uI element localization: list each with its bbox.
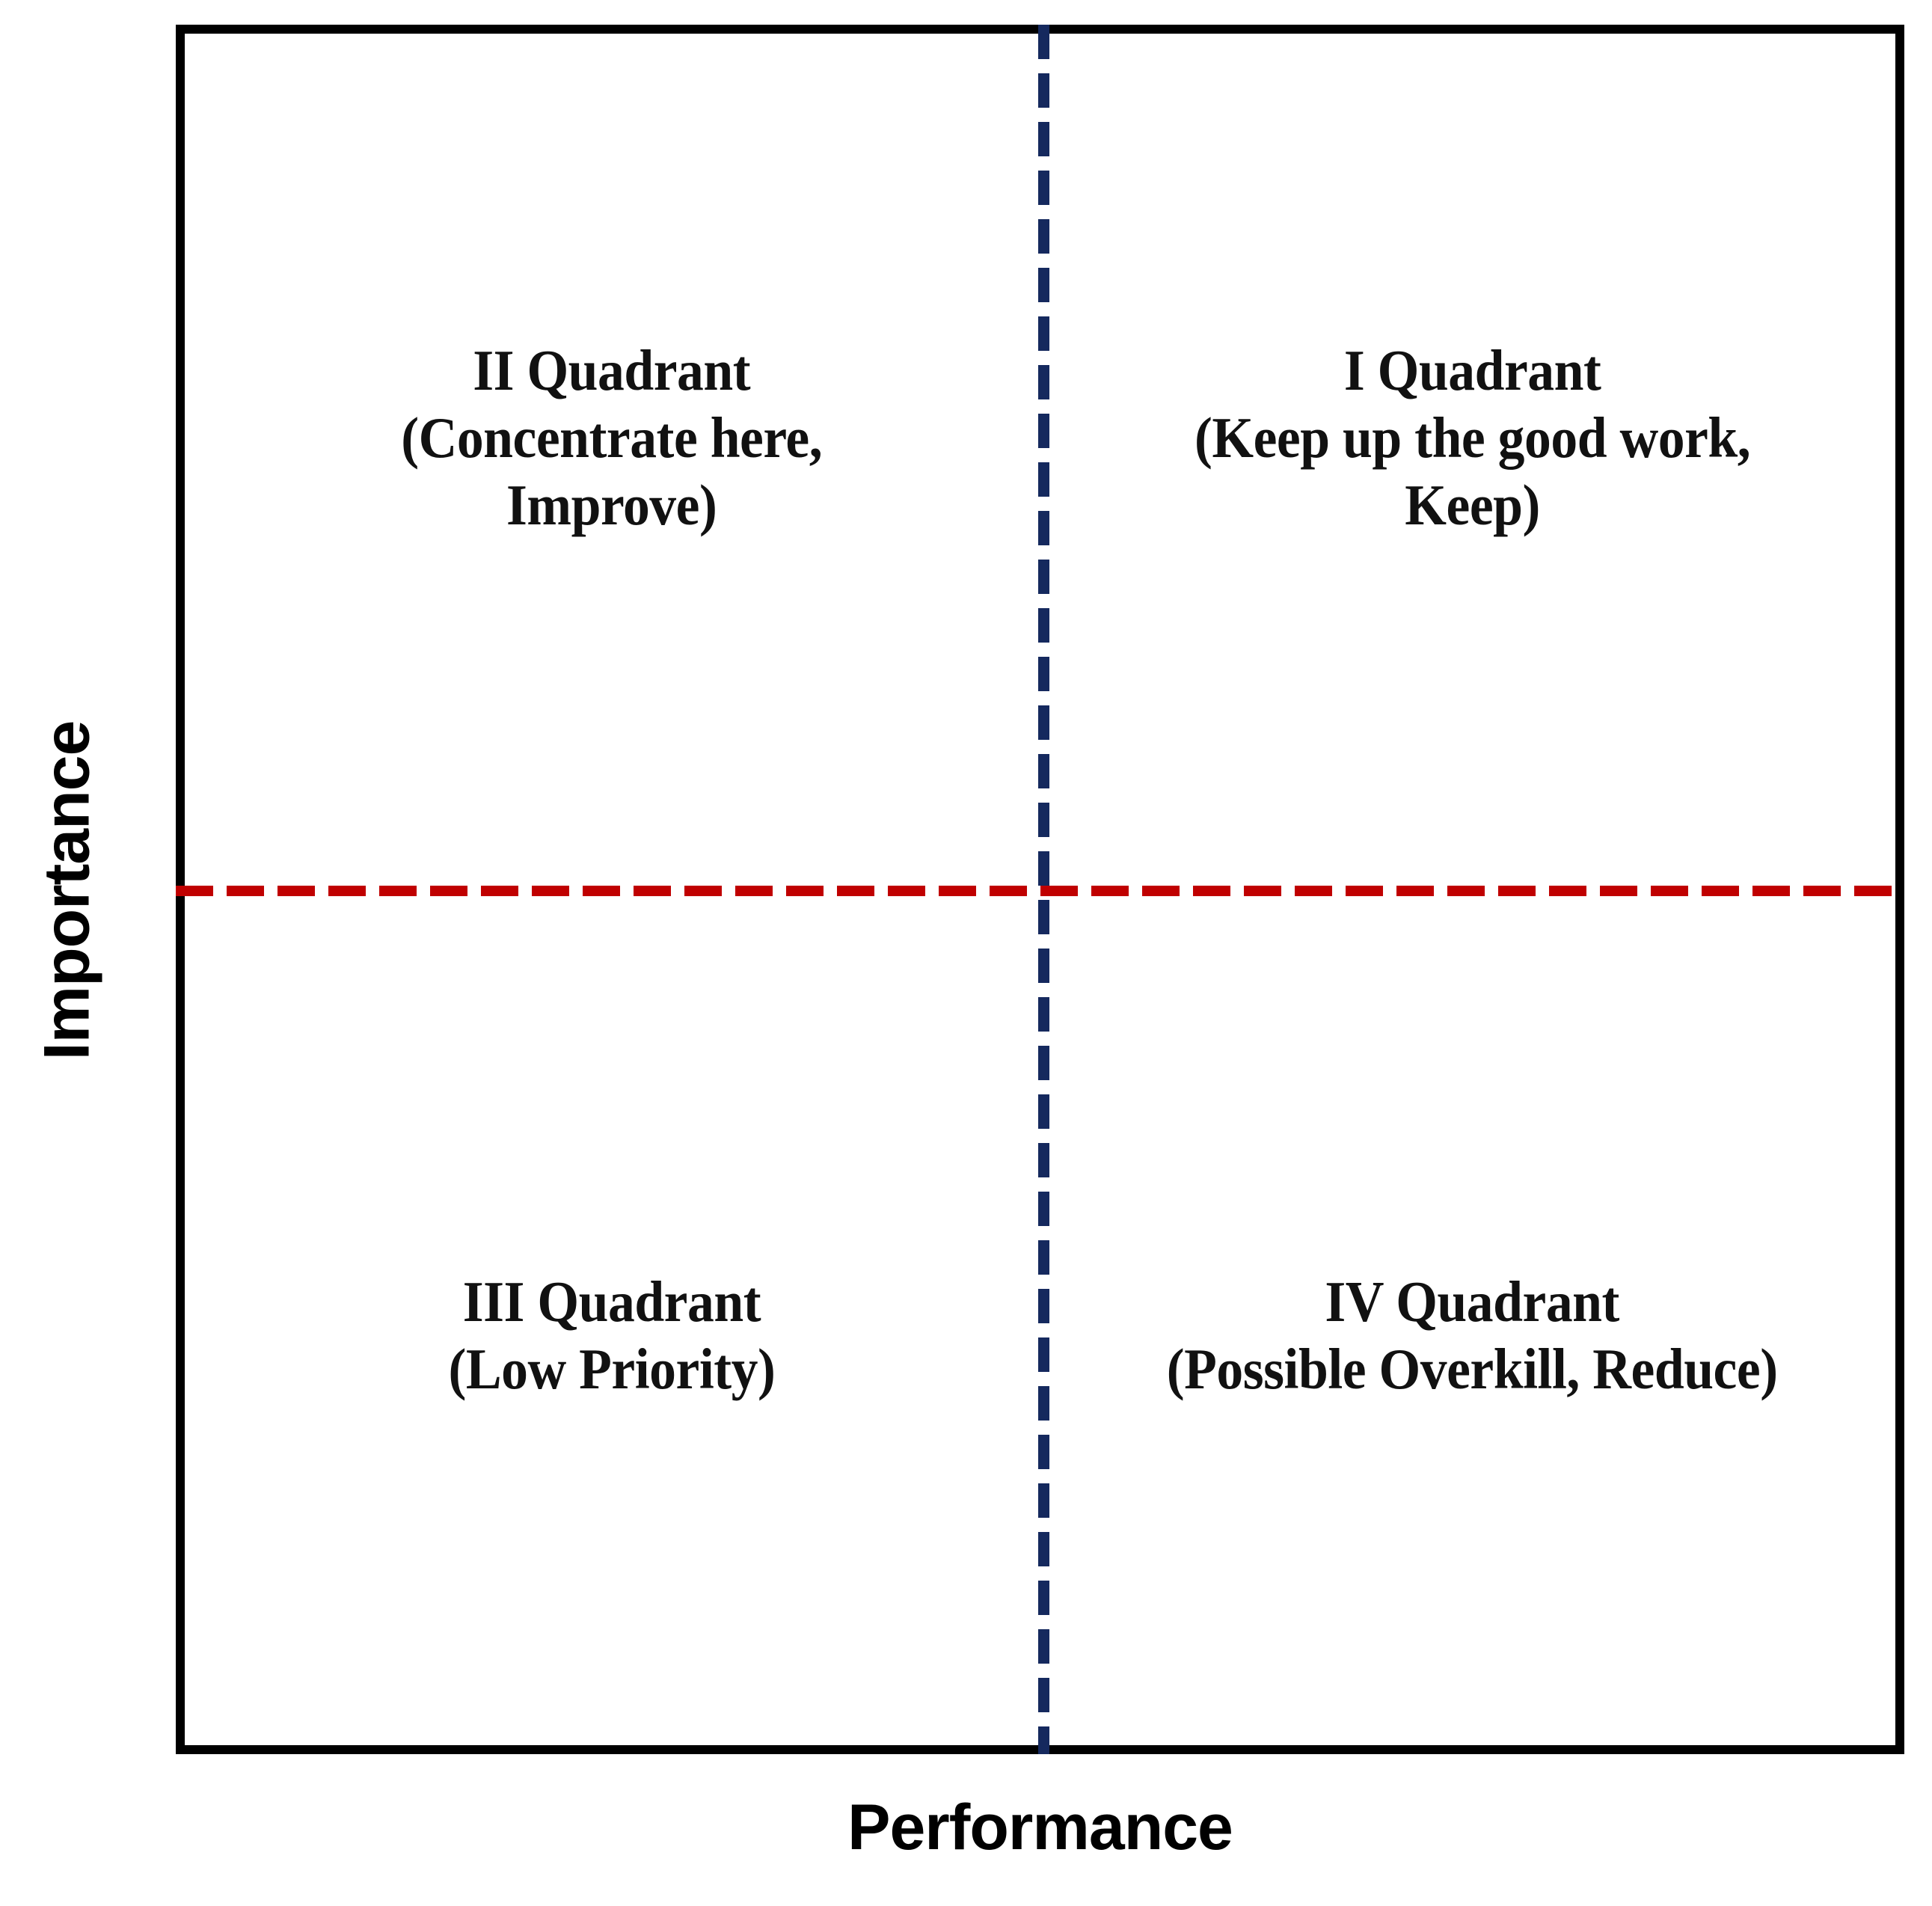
quadrant-1-line3: Keep): [1405, 473, 1540, 538]
plot-frame: II Quadrant (Concentrate here, Improve) …: [176, 25, 1904, 1754]
plot-area: II Quadrant (Concentrate here, Improve) …: [176, 25, 1904, 1754]
quadrant-2-title: II Quadrant: [473, 338, 750, 402]
x-axis-label: Performance: [847, 1792, 1233, 1863]
quadrant-1-line2: (Keep up the good work,: [1194, 405, 1751, 471]
quadrant-4-title: IV Quadrant: [1325, 1269, 1620, 1334]
quadrant-2-label: II Quadrant (Concentrate here, Improve): [185, 337, 1038, 539]
quadrant-3-title: III Quadrant: [462, 1269, 761, 1334]
quadrant-1-title: I Quadrant: [1343, 338, 1601, 402]
y-axis-label-text: Importance: [31, 720, 103, 1060]
quadrant-3-line2: (Low Priority): [448, 1337, 775, 1402]
quadrant-1-label: I Quadrant (Keep up the good work, Keep): [1049, 337, 1895, 539]
quadrant-4-label: IV Quadrant (Possible Overkill, Reduce): [1049, 1268, 1895, 1403]
quadrant-2-line3: Improve): [506, 473, 717, 538]
quadrant-3-label: III Quadrant (Low Priority): [185, 1268, 1038, 1403]
y-axis-label: Importance: [0, 0, 135, 1780]
quadrant-4-line2: (Possible Overkill, Reduce): [1167, 1337, 1778, 1402]
quadrant-2-line2: (Concentrate here,: [401, 405, 822, 471]
horizontal-divider-line: [176, 886, 1904, 896]
